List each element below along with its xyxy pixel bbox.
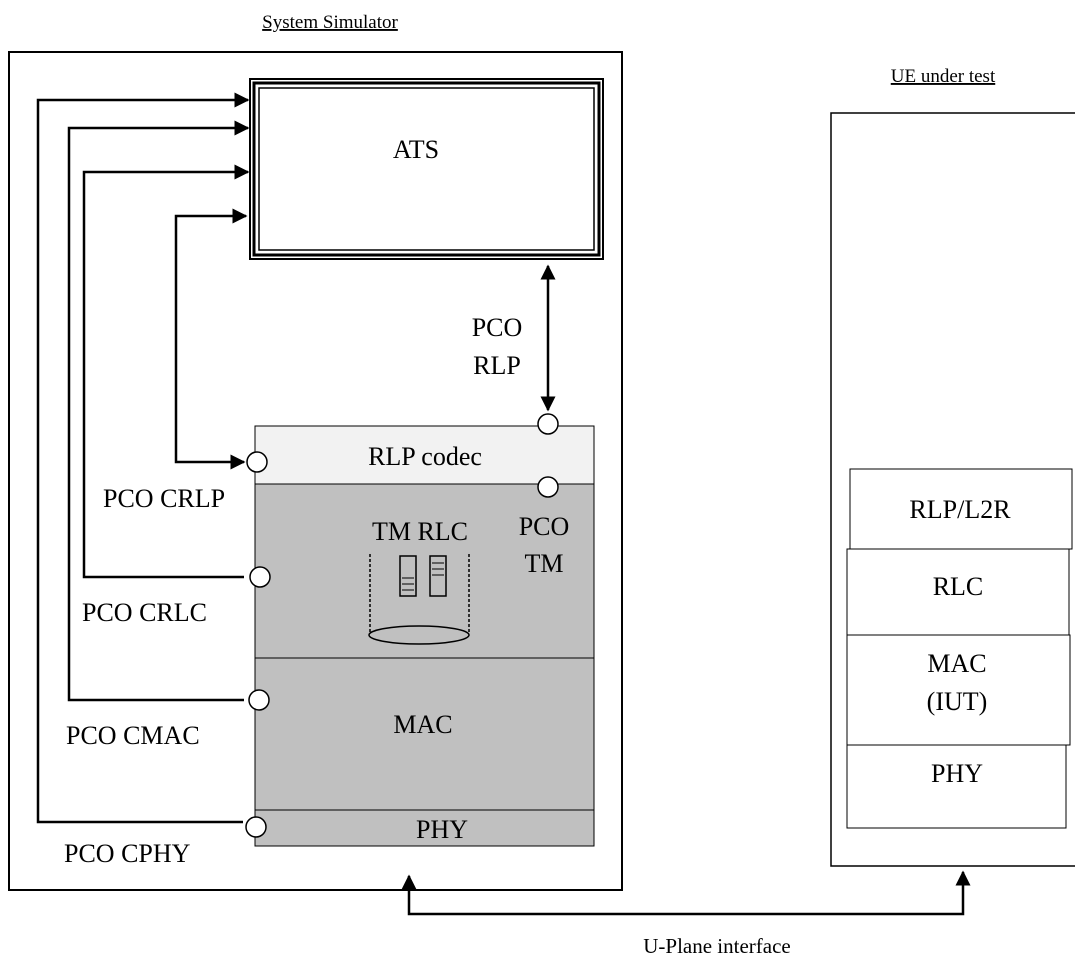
- u-plane-connection: [401, 870, 971, 916]
- crlc-connection: [82, 164, 250, 579]
- ats-box: [249, 78, 604, 260]
- cmac-connection: [67, 120, 250, 702]
- mac-layer: [254, 657, 595, 811]
- pco-crlp-circle: [246, 451, 268, 473]
- rlp-codec-label: RLP codec: [368, 442, 482, 471]
- system-simulator-frame: [8, 51, 623, 891]
- pco-cphy-circle: [245, 816, 267, 838]
- system-simulator-title: System Simulator: [262, 12, 398, 33]
- pco-rlp-label-line2: RLP: [473, 351, 521, 380]
- ue-rlp-l2r-label: RLP/L2R: [909, 495, 1011, 524]
- pco-cphy-label: PCO CPHY: [64, 839, 191, 868]
- ue-frame: [830, 112, 1075, 867]
- crlp-connection: [174, 208, 248, 470]
- pco-tm-label-line1: PCO: [519, 512, 570, 541]
- ue-phy-label: PHY: [931, 759, 983, 788]
- ue-mac-label-line2: (IUT): [927, 687, 988, 716]
- ats-label: ATS: [393, 135, 439, 164]
- pco-tm-circle: [537, 476, 559, 498]
- pco-crlc-circle: [249, 566, 271, 588]
- control-pco-lines: [36, 92, 250, 824]
- tm-rlc-label: TM RLC: [372, 517, 468, 546]
- cphy-connection: [36, 92, 250, 824]
- ue-title: UE under test: [891, 66, 996, 87]
- ue-rlc-label: RLC: [933, 572, 984, 601]
- mac-label: MAC: [393, 710, 452, 739]
- tm-buffer-icon: [368, 554, 470, 645]
- ue-mac-layer: [846, 634, 1071, 746]
- pco-cmac-circle: [248, 689, 270, 711]
- pco-cmac-label: PCO CMAC: [66, 721, 200, 750]
- pco-tm-label-line2: TM: [525, 549, 564, 578]
- ue-rlp-l2r-layer: [849, 468, 1073, 550]
- u-plane-interface-label: U-Plane interface: [643, 934, 791, 958]
- ue-phy-layer: [846, 744, 1067, 829]
- pco-rlp-circle: [537, 413, 559, 435]
- phy-layer: [254, 809, 595, 847]
- ue-mac-label-line1: MAC: [927, 649, 986, 678]
- pco-crlp-label: PCO CRLP: [103, 484, 225, 513]
- phy-label: PHY: [416, 815, 468, 844]
- pco-rlp-label-line1: PCO: [472, 313, 523, 342]
- rlp-codec-layer: [254, 425, 595, 485]
- ue-rlc-layer: [846, 548, 1070, 636]
- pco-crlc-label: PCO CRLC: [82, 598, 207, 627]
